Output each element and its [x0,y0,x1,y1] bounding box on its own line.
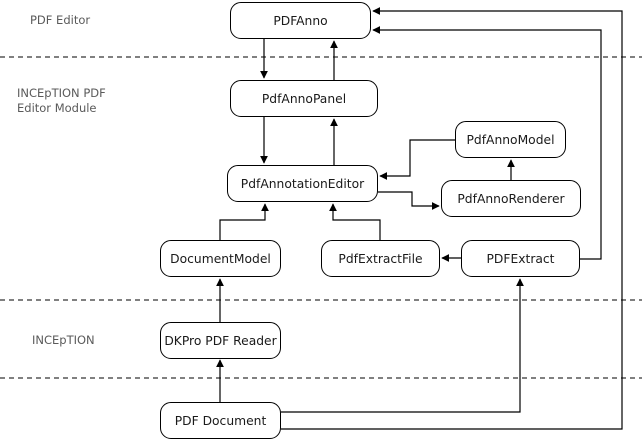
node-pdfannorenderer[interactable]: PdfAnnoRenderer [441,180,581,217]
edge-pdfannotationeditor-to-pdfannorenderer [378,191,440,210]
edge-documentmodel-to-pdfannotationeditor [219,203,269,240]
zone-label-pdf-editor: PDF Editor [30,13,91,27]
node-pdfannomodel[interactable]: PdfAnnoModel [455,121,566,158]
node-dkpro-pdf-reader[interactable]: DKPro PDF Reader [160,322,281,359]
node-documentmodel[interactable]: DocumentModel [160,240,281,277]
edge-pdfextractfile-to-pdfannotationeditor [329,203,381,240]
node-pdfanno[interactable]: PDFAnno [230,2,371,39]
zone-label-inception-pdf-editor-module: INCEpTION PDF Editor Module [17,86,106,115]
zone-label-inception: INCEpTION [32,333,95,347]
edge-pdf-document-to-pdfextract [281,278,524,413]
node-pdfannopanel[interactable]: PdfAnnoPanel [230,80,378,117]
node-pdfannotationeditor[interactable]: PdfAnnotationEditor [227,165,378,202]
edge-pdf-document-to-pdfanno [281,7,623,430]
edge-pdfextract-to-pdfanno [372,26,602,260]
edge-pdfannomodel-to-pdfannotationeditor [379,139,455,180]
node-pdfextractfile[interactable]: PdfExtractFile [321,240,440,277]
node-pdf-document[interactable]: PDF Document [160,402,281,439]
node-pdfextract[interactable]: PDFExtract [461,240,580,277]
